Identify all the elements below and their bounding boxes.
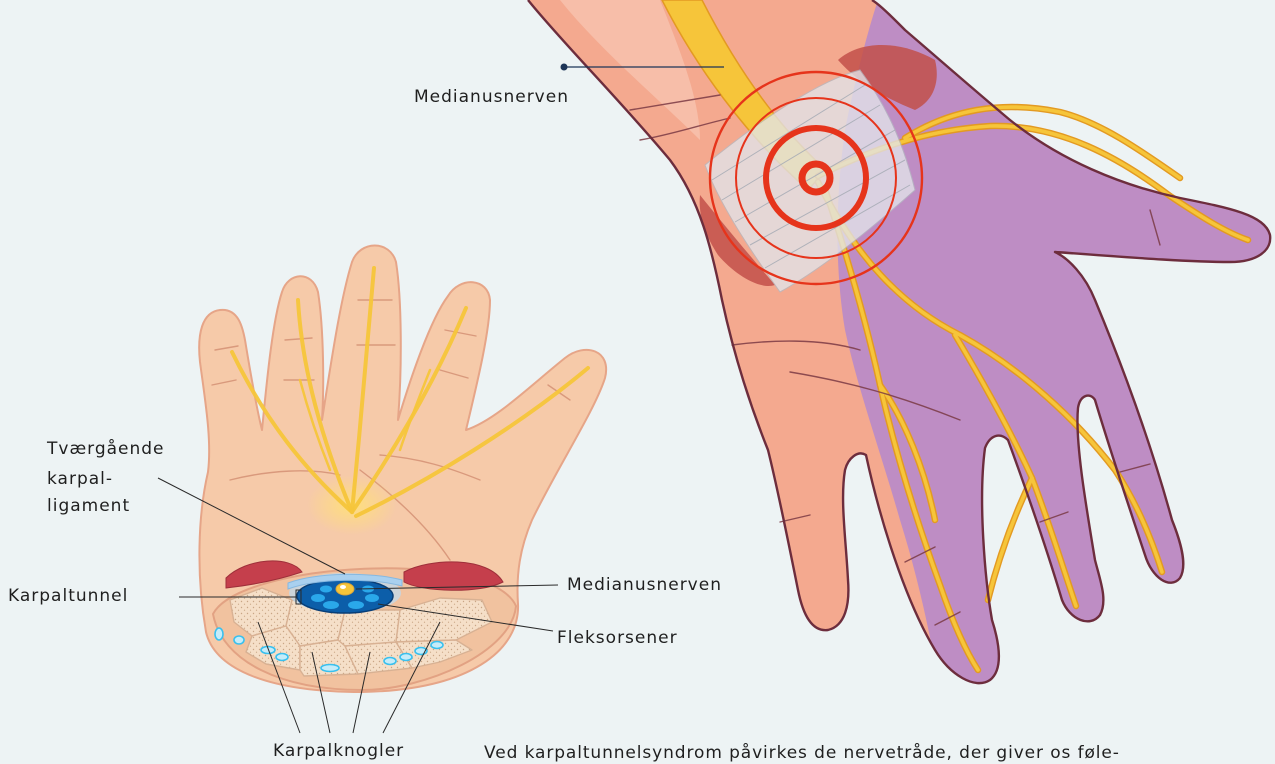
nerve-highlight <box>340 585 346 589</box>
small-hand <box>158 246 606 734</box>
flexor-tendon <box>320 586 332 593</box>
carpal-bones-label: Karpalknogler <box>273 741 404 761</box>
large-hand <box>528 0 1275 764</box>
vessel-dot <box>276 654 288 661</box>
flexor-tendon <box>323 601 339 609</box>
vessel-dot <box>215 628 223 640</box>
caption-text: Ved karpaltunnelsyndrom påvirkes de nerv… <box>484 744 1120 763</box>
transverse-ligament-label-line-3: ligament <box>47 496 130 516</box>
transverse-ligament-label-line-1: Tværgående <box>47 439 165 459</box>
flexor-tendon <box>311 594 325 602</box>
carpal-bone <box>338 610 400 646</box>
vessel-dot <box>321 665 339 672</box>
median-nerve-label: Medianusnerven <box>414 87 569 107</box>
vessel-dot <box>431 642 443 649</box>
carpal-tunnel-label: Karpaltunnel <box>8 586 128 606</box>
leader-dot <box>561 64 568 71</box>
transverse-ligament-label-line-2: karpal- <box>47 469 113 489</box>
vessel-dot <box>400 654 412 661</box>
flexor-tendon <box>365 594 379 602</box>
vessel-dot <box>384 658 396 665</box>
median-nerve-section <box>336 583 354 595</box>
flexor-tendons-label: Fleksorsener <box>557 628 678 648</box>
cross-section-median-nerve-label: Medianusnerven <box>567 575 722 595</box>
flexor-tendon <box>348 601 364 609</box>
vessel-dot <box>234 636 244 644</box>
median-nerve-area <box>838 0 1275 764</box>
